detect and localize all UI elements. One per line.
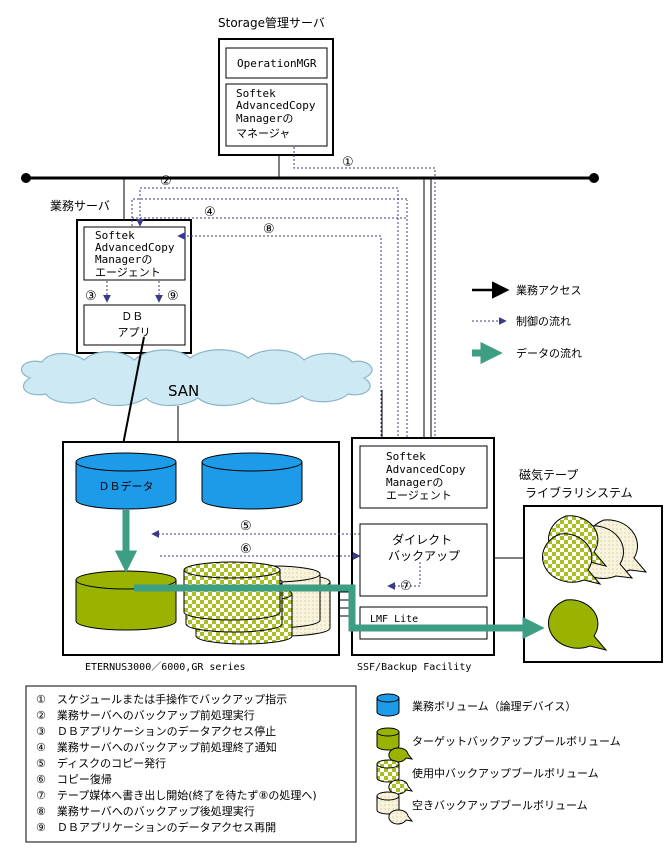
legend-in-use-volume-icon [376,759,414,795]
step-list: ① スケジュールまたは手操作でバックアップ指示 ② 業務サーバへのバックアップ前… [36,692,320,834]
manager-text: Softek AdvancedCopy Managerの マネージャ [236,87,322,140]
db-data-volume [75,452,177,510]
legend-free-volume-label: 空きバックアップブールボリューム [412,798,588,812]
step-marker-7: ⑦ [400,579,412,594]
ssf-agent-line-4: エージェント [386,489,452,502]
business-volume-2 [201,452,303,510]
tape-library-title-line-1: 磁気テープ [519,467,578,482]
step-marker-1: ① [342,155,354,170]
manager-line-2: AdvancedCopy [236,99,316,112]
legend-free-volume-icon [376,791,414,825]
lan-end-left [21,173,31,183]
db-app-box [83,304,186,346]
ssf-agent-line-1: Softek [386,450,426,463]
step-item-9: ⑨ ＤＢアプリケーションのデータアクセス再開 [36,820,276,834]
control-flow-7 [387,562,421,590]
control-flow-8 [177,232,382,520]
step-item-8: ⑧ 業務サーバへのバックアップ後処理実行 [36,804,255,818]
storage-server-title: Storage管理サーバ [218,15,325,30]
db-app-line-1: ＤＢ [121,310,143,323]
business-agent-line-1: Softek [95,229,135,242]
db-data-label: ＤＢデータ [99,479,154,493]
business-access-arrow [116,336,145,458]
control-flow-2 [136,187,399,520]
legend-business-volume-icon [376,693,400,717]
target-tape-reel [548,599,608,651]
legend-data-flow-label: データの流れ [516,346,582,360]
db-app-line-2: アプリ [118,326,151,339]
san-label: SAN [168,382,199,400]
business-agent-line-3: Managerの [95,253,152,266]
legend-business-volume-label: 業務ボリューム（論理デバイス） [412,699,576,713]
legend-target-volume-label: ターゲットバックアップブールボリューム [412,734,621,748]
legend-target-volume-icon [376,727,414,763]
business-agent-line-2: AdvancedCopy [95,241,175,254]
control-flow-4-top [131,198,407,218]
step-marker-9: ⑨ [167,289,179,304]
db-app-text: ＤＢ アプリ [118,310,151,339]
ssf-agent-box [359,445,488,509]
lmf-lite-label: LMF Lite [370,614,418,625]
operation-mgr-label: OperationMGR [237,57,317,70]
ssf-label: SSF/Backup Facility [357,662,471,673]
direct-backup-box [359,523,488,597]
data-flow-to-tape [134,584,545,640]
lmf-lite-box [359,606,488,640]
in-use-backup-volume-stack [183,561,293,645]
lan-end-right [589,173,599,183]
step-item-7: ⑦ テープ媒体へ書き出し開始(終了を待たず⑧の処理へ) [36,788,317,802]
direct-backup-line-1: ダイレクト [392,532,452,547]
manager-line-4: マネージャ [236,127,290,140]
step-item-1: ① スケジュールまたは手操作でバックアップ指示 [36,692,287,706]
tape-library-title: 磁気テープ ライブラリシステム [519,467,633,500]
eternus-label: ETERNUS3000／6000,GR series [85,661,246,673]
ssf-agent-text: Softek AdvancedCopy Managerの エージェント [386,450,472,502]
legend-in-use-volume-label: 使用中バックアップブールボリューム [412,766,599,780]
control-flow-4 [131,200,411,523]
san-cloud [20,349,373,407]
direct-backup-text: ダイレクト バックアップ [388,532,460,563]
step-marker-4: ④ [204,205,216,220]
tape-library-title-line-2: ライブラリシステム [525,485,633,500]
step-item-4: ④ 業務サーバへのバックアップ前処理終了通知 [36,740,277,754]
business-agent-line-4: エージェント [95,266,161,279]
step-item-2: ② 業務サーバへのバックアップ前処理実行 [36,708,255,722]
step-item-5: ⑤ ディスクのコピー発行 [36,756,166,770]
step-item-6: ⑥ コピー復帰 [36,773,112,786]
ssf-agent-line-2: AdvancedCopy [386,463,466,476]
step-marker-2: ② [160,174,172,189]
step-marker-5: ⑤ [240,519,252,534]
step-marker-6: ⑥ [240,542,252,557]
business-agent-text: Softek AdvancedCopy Managerの エージェント [95,229,181,279]
in-use-tape-reels [542,515,608,585]
legend-control-flow-label: 制御の流れ [516,314,571,328]
business-server-title: 業務サーバ [50,199,110,213]
operation-mgr-box [225,47,328,79]
step-item-3: ③ ＤＢアプリケーションのデータアクセス停止 [36,724,276,738]
step-list-box [25,685,357,843]
target-backup-volume [75,570,177,631]
step-marker-8: ⑧ [263,222,275,237]
ssf-agent-line-3: Managerの [386,476,443,489]
manager-line-1: Softek [236,87,276,100]
legend-business-access-label: 業務アクセス [516,283,581,297]
business-agent-box [83,226,186,281]
manager-line-3: Managerの [236,112,293,125]
manager-box [225,83,328,147]
direct-backup-line-2: バックアップ [388,549,460,563]
step-marker-3: ③ [85,289,97,304]
